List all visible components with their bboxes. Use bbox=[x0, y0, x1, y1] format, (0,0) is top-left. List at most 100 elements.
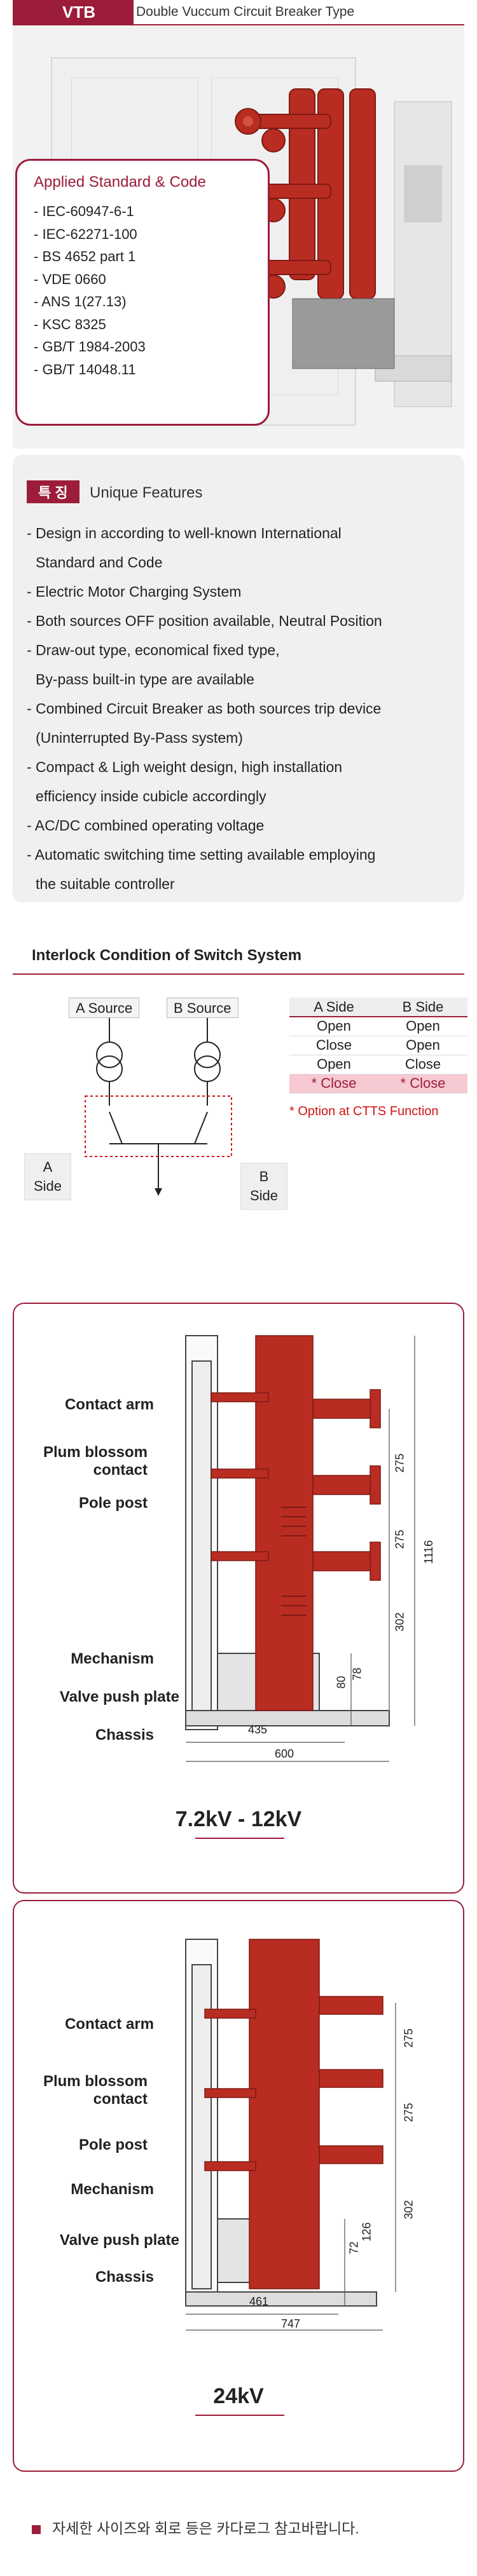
dim-302: 302 bbox=[393, 1612, 406, 1632]
feature-text-cont: By-pass built-in type are available bbox=[36, 671, 254, 688]
feature-text-cont: (Uninterrupted By-Pass system) bbox=[36, 729, 243, 746]
standard-item: GB/T 1984-2003 bbox=[34, 336, 251, 358]
standards-title: Applied Standard & Code bbox=[34, 173, 206, 191]
dim-435: 435 bbox=[248, 1723, 268, 1736]
feature-item: - Electric Motor Charging System bbox=[27, 577, 450, 606]
side-b-label: B Side bbox=[240, 1163, 287, 1210]
label-plum-line2: contact bbox=[93, 2091, 148, 2108]
feature-text: - Electric Motor Charging System bbox=[27, 583, 242, 600]
circuit-breaker-illustration bbox=[235, 88, 452, 407]
table-cell: * Close bbox=[289, 1074, 378, 1094]
label-chassis: Chassis bbox=[95, 1726, 154, 1744]
dim-461: 461 bbox=[249, 2295, 269, 2308]
dim-275a: 275 bbox=[393, 1453, 406, 1473]
feature-text: - AC/DC combined operating voltage bbox=[27, 817, 265, 834]
side-a-word: Side bbox=[33, 1178, 62, 1194]
label-valve-push-plate: Valve push plate bbox=[59, 1688, 179, 1705]
interlock-schematic bbox=[85, 1018, 232, 1196]
breaker-drawing-1 bbox=[185, 1335, 415, 1762]
footer-note-text: 자세한 사이즈와 회로 등은 카다로그 참고바랍니다. bbox=[52, 2520, 359, 2537]
table-cell: Close bbox=[289, 1036, 378, 1055]
feature-text: - Automatic switching time setting avail… bbox=[27, 846, 376, 863]
voltage-underline-2 bbox=[195, 2415, 284, 2416]
dim-600: 600 bbox=[275, 1747, 294, 1760]
dim-72: 72 bbox=[347, 2241, 361, 2254]
features-panel: 특 징 Unique Features - Design in accordin… bbox=[13, 455, 464, 902]
source-b-label: B Source bbox=[167, 998, 238, 1018]
label-mechanism: Mechanism bbox=[71, 1650, 154, 1667]
feature-text: - Compact & Ligh weight design, high ins… bbox=[27, 759, 343, 775]
side-a-label: A Side bbox=[24, 1153, 71, 1200]
dim-1116: 1116 bbox=[422, 1540, 436, 1564]
dim-275b-2: 275 bbox=[402, 2103, 415, 2122]
label-chassis-2: Chassis bbox=[95, 2268, 154, 2286]
header-subtitle: Double Vuccum Circuit Breaker Type bbox=[136, 4, 355, 19]
voltage-label-1: 7.2kV - 12kV bbox=[175, 1807, 302, 1831]
dim-275b: 275 bbox=[393, 1529, 406, 1549]
label-plum-line2: contact bbox=[93, 1461, 148, 1479]
features-tag: 특 징 bbox=[27, 480, 80, 503]
label-pole-post-2: Pole post bbox=[78, 2136, 148, 2153]
footer-note: 자세한 사이즈와 회로 등은 카다로그 참고바랍니다. bbox=[32, 2516, 359, 2538]
feature-item: - Compact & Ligh weight design, high ins… bbox=[27, 752, 450, 811]
feature-item: - Design in according to well-known Inte… bbox=[27, 519, 450, 577]
label-plum-line1: Plum blossom bbox=[43, 1444, 148, 1461]
label-pole-post: Pole post bbox=[78, 1495, 148, 1512]
features-title: Unique Features bbox=[90, 484, 203, 501]
table-cell: Open bbox=[378, 1017, 467, 1036]
voltage-underline-1 bbox=[195, 1838, 284, 1839]
dim-80: 80 bbox=[335, 1676, 348, 1689]
dim-275a-2: 275 bbox=[402, 2028, 415, 2048]
standards-box: Applied Standard & Code IEC-60947-6-1 IE… bbox=[15, 159, 270, 426]
feature-item: - AC/DC combined operating voltage bbox=[27, 811, 450, 840]
table-cell: Close bbox=[378, 1055, 467, 1074]
table-row-highlight: * Close * Close bbox=[289, 1074, 467, 1094]
side-a-letter: A bbox=[43, 1159, 53, 1175]
feature-text-cont: the suitable controller bbox=[36, 876, 175, 892]
feature-item: - Both sources OFF position available, N… bbox=[27, 606, 450, 635]
table-header: A Side bbox=[289, 998, 378, 1017]
feature-item: - Draw-out type, economical fixed type, B… bbox=[27, 635, 450, 694]
standard-item: VDE 0660 bbox=[34, 268, 251, 291]
label-contact-arm: Contact arm bbox=[64, 1396, 154, 1413]
dim-747: 747 bbox=[281, 2317, 301, 2330]
label-valve-push-plate-2: Valve push plate bbox=[59, 2232, 179, 2249]
side-b-word: Side bbox=[249, 1188, 279, 1203]
features-list: - Design in according to well-known Inte… bbox=[27, 519, 450, 898]
table-cell: Open bbox=[289, 1017, 378, 1036]
table-header-row: A Side B Side bbox=[289, 998, 467, 1017]
source-a-label: A Source bbox=[69, 998, 140, 1018]
header: VTB Double Vuccum Circuit Breaker Type bbox=[0, 0, 477, 25]
standard-item: GB/T 14048.11 bbox=[34, 358, 251, 381]
feature-text: - Draw-out type, economical fixed type, bbox=[27, 642, 280, 658]
table-row: Open Close bbox=[289, 1055, 467, 1074]
interlock-divider bbox=[13, 973, 464, 975]
product-photo-area: Applied Standard & Code IEC-60947-6-1 IE… bbox=[13, 25, 464, 449]
voltage-label-2: 24kV bbox=[213, 2384, 264, 2408]
label-contact-arm-2: Contact arm bbox=[64, 2016, 154, 2033]
option-note: * Option at CTTS Function bbox=[289, 1104, 439, 1118]
standard-item: IEC-60947-6-1 bbox=[34, 200, 251, 223]
standards-list: IEC-60947-6-1 IEC-62271-100 BS 4652 part… bbox=[34, 200, 251, 381]
bullet-square-icon bbox=[32, 2525, 41, 2534]
table-cell: Open bbox=[289, 1055, 378, 1074]
standard-item: KSC 8325 bbox=[34, 313, 251, 336]
table-row: Close Open bbox=[289, 1036, 467, 1055]
dim-126: 126 bbox=[360, 2222, 373, 2242]
feature-item: - Combined Circuit Breaker as both sourc… bbox=[27, 694, 450, 752]
feature-text-cont: efficiency inside cubicle accordingly bbox=[36, 788, 266, 804]
standard-item: IEC-62271-100 bbox=[34, 223, 251, 246]
standard-item: ANS 1(27.13) bbox=[34, 290, 251, 313]
dim-78: 78 bbox=[350, 1667, 364, 1681]
breaker-drawing-2 bbox=[185, 1939, 396, 2331]
interlock-table: A Side B Side Open Open Close Open Open … bbox=[289, 998, 467, 1094]
feature-text: - Both sources OFF position available, N… bbox=[27, 613, 382, 629]
dim-302-2: 302 bbox=[402, 2200, 415, 2220]
feature-text-cont: Standard and Code bbox=[36, 554, 163, 571]
table-header: B Side bbox=[378, 998, 467, 1017]
label-plum-line1: Plum blossom bbox=[43, 2073, 148, 2090]
side-b-letter: B bbox=[259, 1169, 269, 1184]
